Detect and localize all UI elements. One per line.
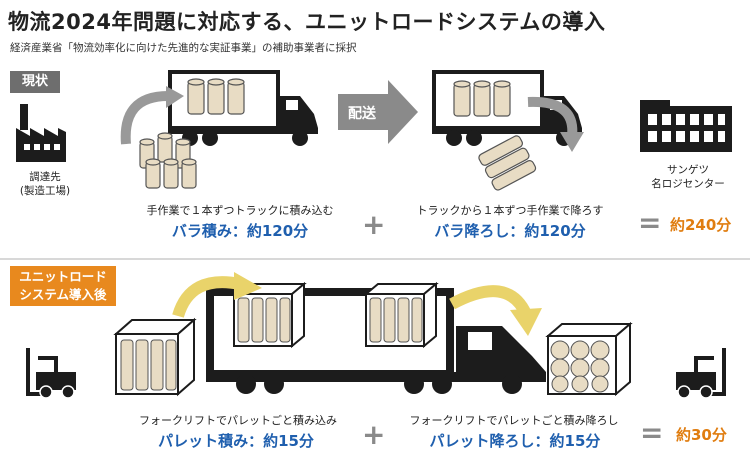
after-tag-line-2: システム導入後 (19, 287, 107, 302)
current-tag: 現状 (10, 71, 60, 93)
yellow-arrow-load-icon (172, 272, 262, 318)
loose-rolls-loading (139, 132, 197, 189)
after-equals-icon: = (640, 416, 664, 449)
pallet-box-right (545, 321, 633, 397)
current-total: 約240分 (670, 216, 732, 234)
delivery-arrow-icon (338, 80, 418, 144)
page-title: 物流2024年問題に対応する、ユニットロードシステムの導入 (8, 10, 606, 34)
pallet-box-in-truck-1 (231, 281, 307, 349)
page-subtitle: 経済産業省「物流効率化に向けた先進的な実証事業」の補助事業者に採択 (10, 42, 357, 54)
after-total: 約30分 (676, 426, 727, 444)
after-unload-time: パレット降ろし：約15分 (429, 432, 601, 450)
after-unload-caption: フォークリフトでパレットごと積み降ろし (409, 414, 619, 427)
center-label-2: 名ロジセンター (651, 178, 725, 190)
curved-arrow-unload-icon (527, 96, 584, 152)
current-load-caption: 手作業で１本ずつトラックに積み込む (146, 204, 334, 217)
supplier-label-2: (製造工場) (19, 185, 71, 197)
forklift-icon-left (26, 348, 76, 399)
supplier-label-1: 調達先 (29, 171, 61, 183)
rolls-in-truck-2 (453, 80, 511, 117)
after-tag: ユニットロード システム導入後 (10, 266, 116, 306)
center-label-1: サンゲツ (667, 164, 709, 176)
current-load-time: バラ積み：約120分 (171, 222, 309, 240)
current-plus-icon: + (362, 208, 386, 241)
current-unload-caption: トラックから１本ずつ手作業で降ろす (416, 204, 604, 217)
loose-rolls-unloaded (478, 135, 537, 191)
current-unload-time: バラ降ろし：約120分 (434, 222, 586, 240)
yellow-arrow-unload-icon (449, 285, 542, 336)
logistics-center-icon (640, 100, 732, 152)
after-load-caption: フォークリフトでパレットごと積み込み (139, 414, 337, 427)
after-tag-line-1: ユニットロード (19, 269, 107, 284)
after-load-time: パレット積み：約15分 (158, 432, 314, 450)
forklift-icon-right (676, 348, 726, 399)
section-divider (0, 258, 750, 260)
pallet-box-in-truck-2 (363, 281, 439, 349)
current-equals-icon: = (638, 206, 662, 239)
curved-arrow-load-icon (120, 86, 184, 145)
after-plus-icon: + (362, 418, 386, 451)
delivery-label: 配送 (348, 106, 376, 122)
factory-icon (16, 104, 66, 162)
rolls-in-truck-1 (187, 78, 245, 115)
pallet-box-left (113, 317, 197, 397)
